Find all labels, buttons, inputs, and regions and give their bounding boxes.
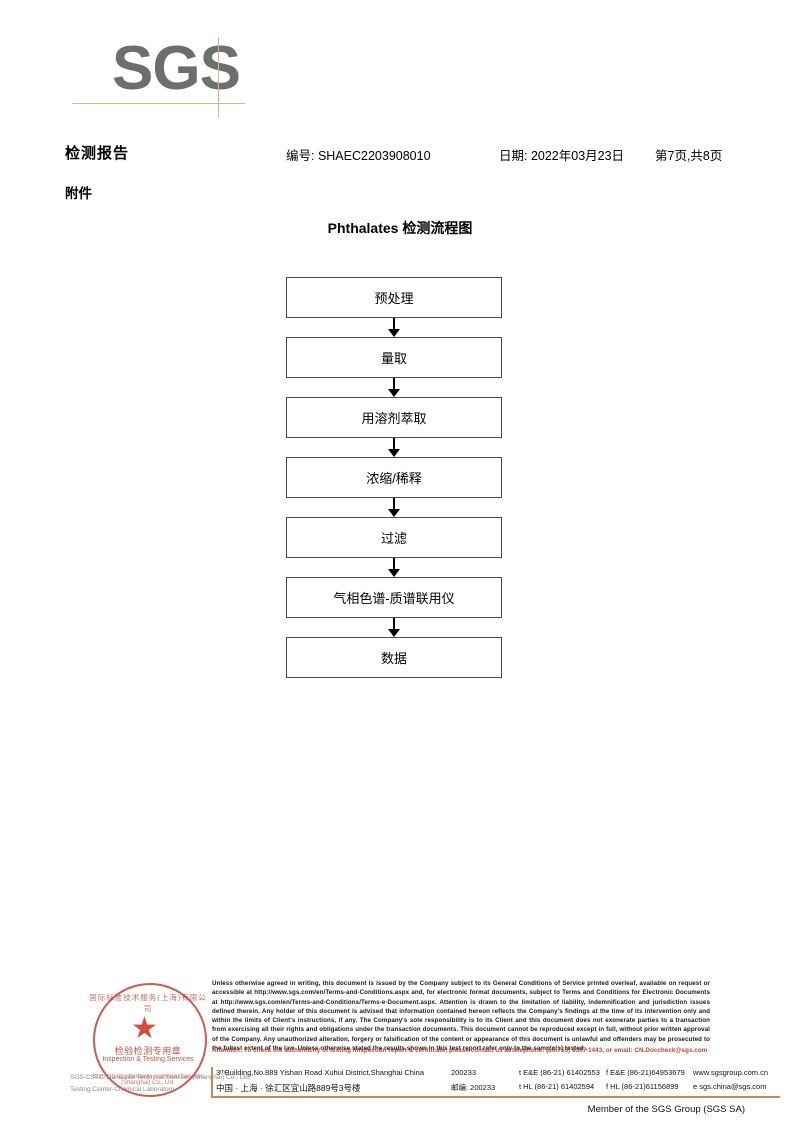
- address-zip-en: 200233: [451, 1068, 477, 1077]
- sgs-group-member-line: Member of the SGS Group (SGS SA): [587, 1104, 745, 1115]
- flow-step-box: 预处理: [286, 277, 502, 318]
- report-number: 编号: SHAEC2203908010: [286, 149, 431, 163]
- stamp-arc-bottom-text: SGS-CSTC Standards Technical Services (S…: [92, 1074, 204, 1086]
- sgs-logo: SGS: [72, 30, 332, 125]
- flow-step-box: 用溶剂萃取: [286, 397, 502, 438]
- stamp-arc-top-text: 国际标准技术服务(上海)有限公司: [89, 993, 207, 1013]
- document-footer: 国际标准技术服务(上海)有限公司 ★ 检验检测专用章 Inspection & …: [0, 968, 800, 1131]
- sgs-logo-text: SGS: [112, 34, 241, 103]
- flow-arrow-down-icon: [286, 558, 502, 577]
- flowchart-title: Phthalates 检测流程图: [327, 220, 473, 236]
- report-date: 日期: 2022年03月23日: [499, 149, 625, 163]
- flow-step-box: 数据: [286, 637, 502, 678]
- document-header: 检测报告 编号: SHAEC2203908010 日期: 2022年03月23日…: [0, 142, 800, 168]
- stamp-star-icon: ★: [131, 1012, 158, 1045]
- page-title: 检测报告: [65, 145, 130, 162]
- address-street-en: 3ᵗʰBuilding,No.889 Yishan Road Xuhui Dis…: [216, 1068, 424, 1077]
- flow-step-box: 过滤: [286, 517, 502, 558]
- logo-horizontal-rule: [72, 103, 245, 104]
- flow-arrow-down-icon: [286, 378, 502, 397]
- flowchart: 预处理 量取 用溶剂萃取 浓缩/稀释 过滤 气相色谱-质谱联用仪 数据: [286, 277, 502, 678]
- stamp-company-line-1: SGS-CSTC Standards Technical Services (S…: [70, 1074, 251, 1081]
- legal-disclaimer: Unless otherwise agreed in writing, this…: [212, 980, 710, 1053]
- footer-horizontal-rule: [211, 1096, 780, 1098]
- flow-step-box: 气相色谱-质谱联用仪: [286, 577, 502, 618]
- logo-vertical-rule: [218, 37, 219, 117]
- stamp-company-line-2: Testing Center-Chemical Laboratory.: [70, 1086, 176, 1093]
- address-zip-cn: 邮编: 200233: [451, 1083, 496, 1092]
- address-website: www.sgsgroup.com.cn: [693, 1068, 769, 1077]
- address-tel-cn: t HL (86-21) 61402594: [519, 1082, 595, 1091]
- attachment-label: 附件: [65, 186, 92, 201]
- company-stamp-icon: 国际标准技术服务(上海)有限公司 ★ 检验检测专用章 Inspection & …: [88, 978, 212, 1102]
- attention-notice: Attention: To check the authenticity of …: [212, 1047, 708, 1054]
- stamp-circle: [93, 983, 207, 1097]
- stamp-english-label: Inspection & Testing Services: [102, 1056, 194, 1063]
- flow-step-box: 量取: [286, 337, 502, 378]
- flow-arrow-down-icon: [286, 618, 502, 637]
- page-counter: 第7页,共8页: [655, 149, 723, 163]
- flow-arrow-down-icon: [286, 498, 502, 517]
- address-vertical-divider: [211, 1067, 213, 1097]
- address-street-cn: 中国 · 上海 · 徐汇区宜山路889号3号楼: [216, 1083, 361, 1093]
- flow-arrow-down-icon: [286, 438, 502, 457]
- stamp-chinese-label: 检验检测专用章: [114, 1046, 182, 1056]
- flow-step-box: 浓缩/稀释: [286, 457, 502, 498]
- address-tel-en: t E&E (86-21) 61402553: [519, 1068, 600, 1077]
- address-email: e sgs.china@sgs.com: [693, 1082, 767, 1091]
- address-fax-en: f E&E (86-21)64953679: [606, 1068, 685, 1077]
- flow-arrow-down-icon: [286, 318, 502, 337]
- address-fax-cn: f HL (86-21)61156899: [606, 1082, 679, 1091]
